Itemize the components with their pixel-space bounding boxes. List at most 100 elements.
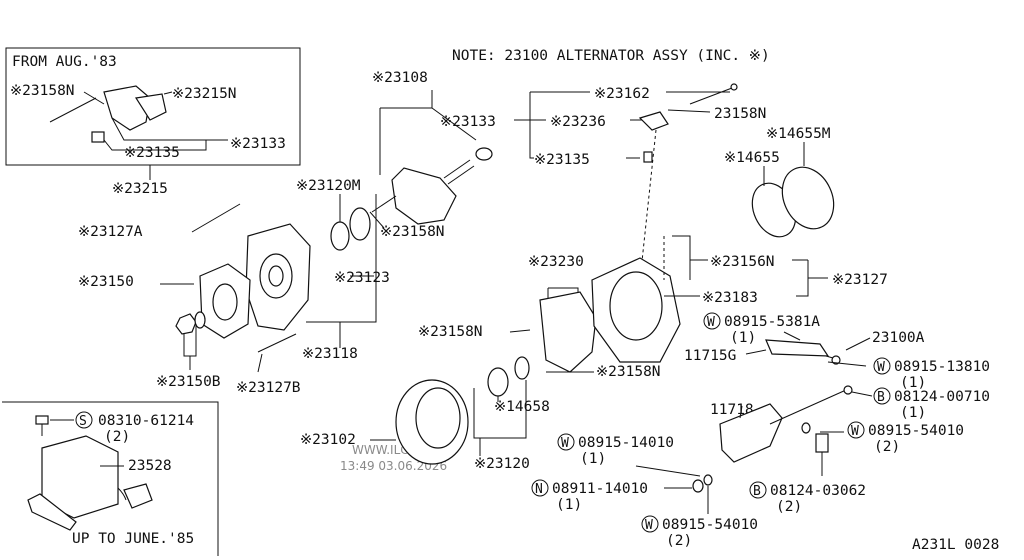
callout-qty: (1)	[556, 497, 582, 513]
callout-qty: (1)	[900, 405, 926, 421]
label-23135: ※23135	[534, 152, 590, 168]
retainer-plate	[349, 207, 371, 241]
callout-code: 08124-00710	[894, 389, 990, 405]
o-ring-14655M	[781, 166, 835, 230]
label-23120M: ※23120M	[296, 178, 361, 194]
callout-08124-03062: B 08124-03062 (2)	[749, 481, 866, 515]
pulley-fan-group: ※23150B ※23127B	[156, 263, 301, 396]
callout-qty: (2)	[776, 499, 802, 515]
callout-qty: (2)	[666, 533, 692, 549]
rotor-assembly: ※23108	[371, 70, 493, 225]
rear-bearing	[487, 367, 509, 397]
callout-qty: (1)	[730, 330, 756, 346]
callout-08915-5381A: W 08915-5381A (1)	[703, 312, 820, 346]
regulator-connector	[123, 483, 153, 509]
inset-bottom-title: UP TO JUNE.'85	[72, 531, 194, 547]
label-14655M: ※14655M	[766, 126, 831, 142]
inset-up-to-june-85: S 08310-61214 (2) 23528 UP TO JUNE.'85	[2, 401, 219, 556]
label-23133: ※23133	[440, 114, 496, 130]
label-23158N-inset: ※23158N	[10, 83, 75, 99]
bearing-cover	[514, 356, 530, 380]
callout-08915-14010: W 08915-14010 (1)	[557, 433, 674, 467]
label-23230: ※23230	[528, 254, 584, 270]
callout-prefix: W	[707, 315, 715, 330]
label-23158N-d: ※23158N	[596, 364, 661, 380]
brush-part	[135, 93, 167, 121]
label-23120: ※23120	[474, 456, 530, 472]
label-23156N: ※23156N	[710, 254, 775, 270]
callout-08915-54010-bottom: W 08915-54010 (2)	[641, 515, 758, 549]
label-23183: ※23183	[702, 290, 758, 306]
callout-qty: (2)	[874, 439, 900, 455]
bolt-qty: (2)	[104, 429, 130, 445]
label-23150: ※23150	[78, 274, 134, 290]
screw-part	[49, 97, 97, 123]
regulator-screw	[35, 415, 49, 425]
callout-prefix: N	[535, 482, 543, 497]
callout-08911-14010: N 08911-14010 (1)	[531, 479, 648, 513]
label-23215-assy: ※23215	[112, 181, 168, 197]
rectifier-group: ※23230 ※23158N ※23158N	[418, 254, 661, 380]
bolt-prefix: S	[79, 414, 87, 429]
inset-from-aug-83: FROM AUG.'83 ※23158N ※23215N ※23133 ※231…	[5, 47, 301, 197]
rotor-part	[391, 167, 457, 225]
inset-frame-bottom	[2, 401, 219, 556]
long-bolt	[769, 389, 847, 425]
bearing-front	[330, 221, 350, 251]
label-14658: ※14658	[494, 399, 550, 415]
brush-group-right: ※23133 ※23162 ※23236 23158N ※23135	[440, 83, 766, 281]
front-cover-group: ※23127A ※23123 ※23150 ※23118	[78, 194, 390, 362]
callout-code: 08911-14010	[552, 481, 648, 497]
inset-frame	[5, 47, 301, 166]
through-bolt-b	[257, 333, 297, 353]
callout-prefix: W	[877, 360, 885, 375]
callout-prefix: B	[877, 390, 885, 405]
stator-group: ※23102 ※14658 ※23120	[300, 356, 550, 472]
label-23127: ※23127	[832, 272, 888, 288]
label-23528: 23528	[128, 458, 172, 474]
bracket-11718	[719, 403, 783, 463]
figure-code: A231L 0028	[912, 537, 999, 553]
washer-08915-54010	[703, 474, 713, 486]
label-23133-inset: ※23133	[230, 136, 286, 152]
rear-cover-group: ※23156N ※23127 ※23183	[591, 235, 888, 363]
pulley-washer	[194, 311, 206, 329]
callout-code: 08124-03062	[770, 483, 866, 499]
label-23215N-inset: ※23215N	[172, 86, 237, 102]
callout-08124-00710: B 08124-00710 (1)	[873, 387, 990, 421]
label-23127B: ※23127B	[236, 380, 301, 396]
spring-right	[643, 151, 653, 163]
callout-prefix: W	[851, 424, 859, 439]
label-23158N-c: ※23158N	[418, 324, 483, 340]
label-23108: ※23108	[372, 70, 428, 86]
callout-code: 08915-14010	[578, 435, 674, 451]
pulley-nut	[175, 313, 197, 335]
label-11718: 11718	[710, 402, 754, 418]
label-23123: ※23123	[334, 270, 390, 286]
callout-prefix: B	[753, 484, 761, 499]
callout-code: 08915-54010	[662, 517, 758, 533]
o-ring-group: ※14655M ※14655	[724, 126, 835, 238]
screw-right	[689, 87, 733, 105]
through-bolt-a	[191, 203, 241, 233]
label-23162: ※23162	[594, 86, 650, 102]
inset-title: FROM AUG.'83	[12, 54, 117, 70]
label-23135-inset: ※23135	[124, 145, 180, 161]
label-23150B: ※23150B	[156, 374, 221, 390]
bracket-group: 23100A 11715G 11718	[635, 330, 925, 514]
callout-code: 08915-5381A	[724, 314, 820, 330]
label-14655: ※14655	[724, 150, 780, 166]
adjusting-bar	[765, 339, 830, 357]
label-23158N-a: 23158N	[714, 106, 766, 122]
label-23236: ※23236	[550, 114, 606, 130]
note-text: NOTE: 23100 ALTERNATOR ASSY (INC. ※)	[452, 48, 770, 64]
callout-code: 08915-54010	[868, 423, 964, 439]
callout-08915-13810: W 08915-13810 (1)	[873, 357, 990, 391]
brush-holder-right	[638, 111, 669, 131]
callout-code: 08915-13810	[894, 359, 990, 375]
callout-qty: (1)	[580, 451, 606, 467]
short-bolt	[815, 433, 829, 453]
front-bearing-group: ※23120M ※23158N	[296, 178, 445, 251]
callout-prefix: W	[561, 436, 569, 451]
